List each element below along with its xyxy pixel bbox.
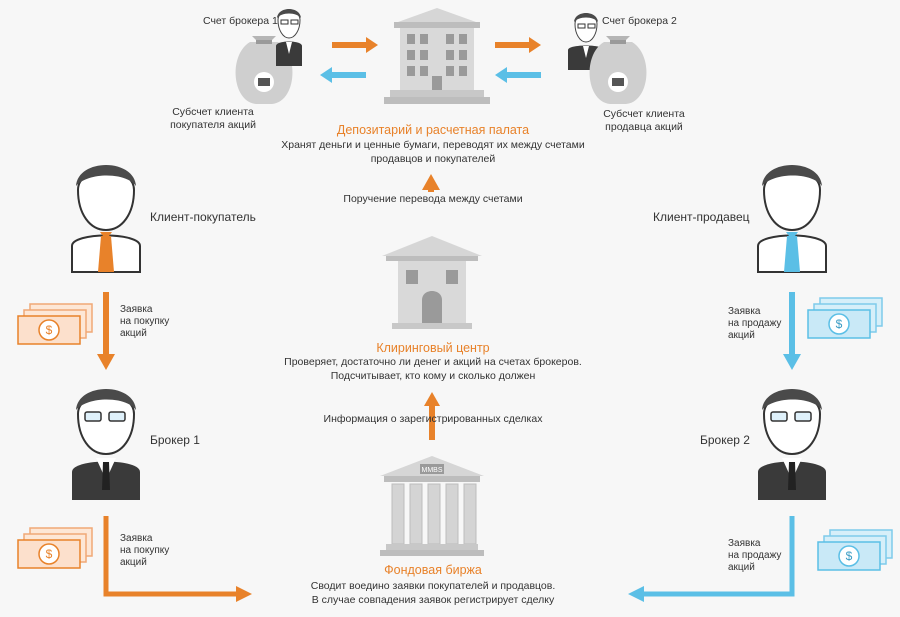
sell-order-1-line2: на продажу [728,318,782,329]
client-seller-icon [757,165,827,273]
client-buyer-label: Клиент-покупатель [150,210,256,224]
buyer-subaccount-label: Субсчет клиента покупателя акций [163,106,263,132]
broker1-account-label: Счет брокера 1 [203,15,278,27]
seller-subaccount-label: Субсчет клиента продавца акций [594,108,694,134]
sell-order-1-line3: акций [728,330,755,341]
clearing-title: Клиринговый центр [376,341,490,355]
sell-order-2-line3: акций [728,562,755,573]
buyer-subaccount-line2: покупателя акций [170,119,256,131]
buy-order-2-line3: акций [120,557,147,568]
depository-title: Депозитарий и расчетная палата [336,123,530,137]
buy-order-2-line2: на покупку [120,545,170,556]
svg-text:$: $ [46,547,53,561]
depository-description: Хранят деньги и ценные бумаги, переводят… [270,139,596,166]
depository-desc-line1: Хранят деньги и ценные бумаги, переводят… [281,139,585,151]
buy-order-label-1: Заявка на покупку акций [120,304,169,340]
money-bills-icon-broker2: $ [817,529,893,571]
money-bills-icon-buyer: $ [17,303,93,345]
arrow-depository-to-buyer-subaccount [320,67,366,83]
money-bag-icon-right [589,36,647,104]
arrow-client-buyer-to-broker1 [97,292,115,370]
stock-exchange-building-icon [380,456,484,556]
buy-order-1-line3: акций [120,328,147,339]
arrow-clearing-to-depository [422,174,440,192]
exchange-description: Сводит воедино заявки покупателей и прод… [270,580,596,607]
clearing-center-building-icon [382,236,482,329]
transfer-order-label: Поручение перевода между счетами [343,193,523,205]
sell-order-2-line2: на продажу [728,550,782,561]
arrow-broker1-to-exchange [103,516,252,602]
arrow-broker2-to-exchange [628,516,795,602]
arrow-depository-to-broker2 [495,37,541,53]
depository-desc-line2: продавцов и покупателей [370,152,496,165]
buy-order-label-2: Заявка на покупку акций [120,533,169,569]
exchange-title: Фондовая биржа [384,563,482,577]
depository-building-icon [384,8,490,104]
sell-order-label-1: Заявка на продажу акций [728,306,781,342]
broker1-icon [72,389,140,500]
client-seller-label: Клиент-продавец [653,210,750,224]
svg-text:$: $ [46,323,53,337]
broker2-label: Брокер 2 [700,433,750,447]
exchange-desc-line1: Сводит воедино заявки покупателей и прод… [310,580,556,592]
arrow-exchange-to-clearing [424,392,440,440]
buy-order-2-line1: Заявка [120,533,153,544]
sell-order-label-2: Заявка на продажу акций [728,538,781,574]
clearing-desc-line2: Подсчитывает, кто кому и сколько должен [330,369,536,382]
broker1-label: Брокер 1 [150,433,200,447]
exchange-desc-line2: В случае совпадения заявок регистрирует … [311,593,555,606]
arrow-broker1-to-depository [332,37,378,53]
svg-text:$: $ [836,317,843,331]
broker1-small-icon [276,9,302,66]
exchange-sign-text: MMBS [422,467,443,474]
svg-text:$: $ [846,549,853,563]
buyer-subaccount-line1: Субсчет клиента [172,106,254,118]
sell-order-2-line1: Заявка [728,538,761,549]
arrow-client-seller-to-broker2 [783,292,801,370]
sell-order-1-line1: Заявка [728,306,761,317]
seller-subaccount-line1: Субсчет клиента [603,108,685,120]
clearing-desc-line1: Проверяет, достаточно ли денег и акций н… [284,356,582,368]
clearing-description: Проверяет, достаточно ли денег и акций н… [250,356,616,383]
deals-info-label: Информация о зарегистрированных сделках [323,413,543,425]
client-buyer-icon [71,165,141,273]
seller-subaccount-line2: продавца акций [605,121,683,133]
buy-order-1-line2: на покупку [120,316,170,327]
arrow-seller-subaccount-to-depository [495,67,541,83]
buy-order-1-line1: Заявка [120,304,153,315]
money-bills-icon-seller: $ [807,297,883,339]
money-bills-icon-broker1: $ [17,527,93,569]
broker2-account-label: Счет брокера 2 [602,15,677,27]
broker2-icon [758,389,826,500]
